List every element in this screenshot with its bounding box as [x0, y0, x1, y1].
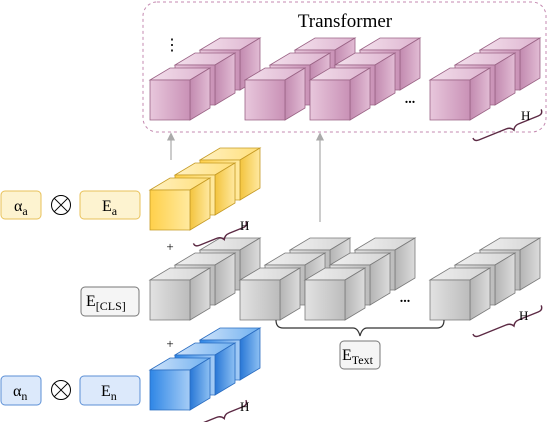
- transformer-cube-1: [148, 67, 212, 121]
- gray-h-label: H: [519, 308, 528, 323]
- cube-front-face: [149, 369, 191, 411]
- etext-brace: [275, 319, 445, 337]
- yellow-h-label: H: [240, 218, 249, 233]
- gray-h-brace: [472, 305, 543, 338]
- cube-front-face: [149, 189, 191, 231]
- e-a-label: Ea: [102, 198, 118, 218]
- yellow-h-brace: [192, 220, 248, 247]
- plus-sign-top: +: [166, 239, 173, 254]
- e-cls-box: [80, 286, 140, 317]
- token-cube-1: [148, 267, 212, 321]
- plus-sign-bottom: +: [166, 336, 173, 351]
- transformer-container: [142, 1, 547, 133]
- e-n-box: [79, 375, 141, 406]
- cube-front-face: [239, 279, 281, 321]
- e-text-box: [339, 340, 381, 370]
- transformer-h-brace: [472, 109, 543, 142]
- cube-front-face: [149, 279, 191, 321]
- cube-front-face: [149, 79, 191, 121]
- alpha-a-box: [0, 190, 42, 220]
- alpha-n-embedding-cubes: [148, 327, 262, 411]
- gray-ellipsis: ...: [400, 291, 411, 306]
- transformer-cube-stacks: [148, 37, 542, 121]
- transformer-cube-4: [428, 67, 492, 121]
- otimes-a-cross: [53, 197, 69, 213]
- blue-h-label: H: [240, 399, 249, 414]
- cube-front-face: [304, 279, 346, 321]
- transformer-cube-2: [243, 67, 307, 121]
- e-text-label: EText: [342, 347, 374, 367]
- token-embedding-cubes: [148, 237, 542, 321]
- transformer-title: Transformer: [298, 11, 393, 32]
- transformer-vertical-dots: ⋮: [164, 37, 180, 54]
- transformer-ellipsis: ...: [405, 92, 416, 107]
- token-cube-2: [238, 267, 302, 321]
- alpha-a-embedding-cubes: [148, 147, 262, 231]
- blue-h-brace: [192, 399, 248, 422]
- e-cls-label: E[CLS]: [86, 293, 126, 313]
- alpha-a-cube: [148, 177, 212, 231]
- cube-front-face: [429, 79, 471, 121]
- alpha-n-box: [0, 375, 42, 406]
- transformer-cube-3: [308, 67, 372, 121]
- cube-front-face: [309, 79, 351, 121]
- cube-front-face: [244, 79, 286, 121]
- cube-front-face: [429, 279, 471, 321]
- token-cube-3: [303, 267, 367, 321]
- alpha-n-cube: [148, 357, 212, 411]
- e-a-box: [79, 190, 141, 220]
- otimes-n-cross: [53, 382, 69, 398]
- transformer-h-label: H: [521, 108, 530, 123]
- token-cube-4: [428, 267, 492, 321]
- e-n-label: En: [101, 383, 117, 403]
- alpha-a-label: αa: [14, 198, 28, 218]
- alpha-n-label: αn: [13, 383, 27, 403]
